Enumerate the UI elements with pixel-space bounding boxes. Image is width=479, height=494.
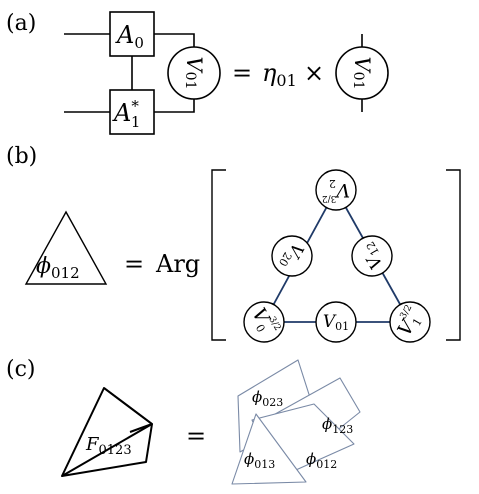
box-a1-star <box>109 89 155 135</box>
panel-c: (c) F0123 = ϕ023 ϕ123 ϕ013 ϕ012 <box>6 357 361 485</box>
face-phi013-label: ϕ013 <box>244 450 275 471</box>
node-v01-left-label: V01 <box>182 57 206 90</box>
panel-c-label: (c) <box>6 357 36 382</box>
eta-coefficient: η01 <box>262 59 297 90</box>
equals-a: = <box>232 59 252 87</box>
node-v0-corner <box>243 301 285 343</box>
face-phi023-label: ϕ023 <box>252 388 283 409</box>
panel-a: (a) A0 A*1 V01 = η01 × V01 <box>6 11 389 135</box>
triangle-phi012-label: ϕ012 <box>36 254 80 282</box>
face-phi123-label: ϕ123 <box>322 415 353 436</box>
node-v12-label: V12 <box>357 239 388 272</box>
node-v01-label: V01 <box>323 312 349 333</box>
node-v01-right <box>335 46 389 100</box>
node-v20-label: V20 <box>276 239 307 272</box>
node-v01 <box>315 301 357 343</box>
node-v2-top-label: V3/22 <box>322 178 350 204</box>
wire-a0-v01 <box>154 33 195 47</box>
triangle-phi012 <box>24 210 108 285</box>
face-stack <box>231 359 361 485</box>
node-v2-top <box>315 169 357 211</box>
tetra-back-edges <box>61 387 153 477</box>
equals-c: = <box>186 422 206 450</box>
tetra-f0123-label: F0123 <box>85 434 132 458</box>
left-bracket <box>211 169 226 341</box>
panel-a-label: (a) <box>6 11 36 36</box>
node-v1-corner <box>389 301 431 343</box>
wire-a1-v01 <box>154 99 195 113</box>
times-sign: × <box>304 59 324 87</box>
face-phi013 <box>231 413 307 485</box>
arg-operator: Arg <box>155 250 200 278</box>
right-bracket <box>446 169 461 341</box>
box-a0-label: A0 <box>115 21 144 52</box>
box-a0 <box>109 11 155 57</box>
node-v20 <box>271 235 313 277</box>
node-v12 <box>351 235 393 277</box>
node-v01-left <box>167 46 221 100</box>
face-phi012-label: ϕ012 <box>306 450 337 471</box>
panel-b-label: (b) <box>6 144 37 169</box>
tetra-inner-edge <box>129 423 153 433</box>
tetrahedron-f0123 <box>61 387 153 477</box>
equals-b: = <box>124 250 144 278</box>
panel-b: (b) ϕ012 = Arg V3/22 V20 V12 V3/20 V01 V… <box>6 144 461 343</box>
box-a1-star-label: A*1 <box>112 97 140 131</box>
node-v01-right-label: V01 <box>350 57 374 90</box>
